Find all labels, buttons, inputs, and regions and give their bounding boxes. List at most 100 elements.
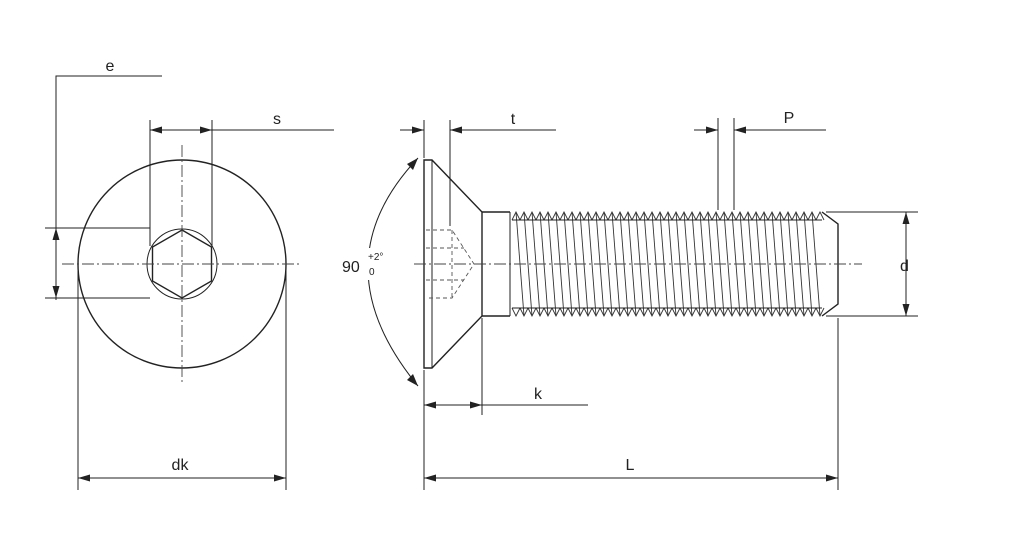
thread-crest-bottom [783, 307, 793, 318]
thread-crest-bottom [527, 307, 537, 318]
dimension-s: s [149, 111, 334, 246]
dimension-angle: 90 +2° 0 [335, 157, 419, 387]
dimension-d: d [826, 211, 918, 317]
side-view [414, 159, 862, 369]
thread-crest-bottom [815, 307, 825, 318]
s-arrow-left [150, 126, 162, 134]
angle-upper-tol: +2° [368, 252, 383, 263]
thread-crest-bottom [687, 307, 697, 318]
thread-crest-bottom [519, 307, 529, 318]
thread-helix-line [587, 211, 597, 317]
thread-crest-bottom [711, 307, 721, 318]
thread-helix-line [667, 211, 677, 317]
thread-crest-bottom [647, 307, 657, 318]
t-label: t [511, 111, 516, 128]
thread-crest-bottom [695, 307, 705, 318]
head-profile [423, 159, 483, 369]
l-label: L [626, 457, 635, 474]
dimension-t: t [400, 111, 556, 226]
end-view [62, 145, 300, 385]
thread-crest-bottom [727, 307, 737, 318]
thread-helix-line [747, 211, 757, 317]
thread-crest-bottom [751, 307, 761, 318]
thread-crest-bottom [535, 307, 545, 318]
thread-crest-bottom [807, 307, 817, 318]
thread-crest-bottom [599, 307, 609, 318]
dimension-dk: dk [77, 268, 287, 490]
d-arrow-bottom [902, 304, 910, 316]
thread-helix-line [803, 211, 813, 317]
dimension-k: k [423, 318, 588, 415]
thread-crest-bottom [591, 307, 601, 318]
p-arrow-left [706, 126, 718, 134]
e-leader-line [55, 75, 162, 300]
thread-crest-bottom [703, 307, 713, 318]
hex-socket [151, 229, 213, 299]
thread-helix-line [603, 211, 613, 317]
thread-crest-bottom [511, 307, 521, 318]
k-label: k [534, 386, 543, 403]
angle-lower-tol: 0 [369, 267, 375, 278]
thread-crest-bottom [719, 307, 729, 318]
thread-crest-bottom [631, 307, 641, 318]
thread-helix-line [683, 211, 693, 317]
dk-arrow-right [274, 474, 286, 482]
k-arrow-left [424, 401, 436, 409]
thread-crest-bottom [767, 307, 777, 318]
thread-crest-bottom [567, 307, 577, 318]
e-arrow-bottom [52, 286, 60, 298]
thread-helix-line [707, 211, 717, 317]
thread-crest-bottom [775, 307, 785, 318]
e-label: e [106, 58, 115, 75]
thread-crest-bottom [615, 307, 625, 318]
thread-crest-bottom [743, 307, 753, 318]
angle-value: 90 [342, 259, 360, 276]
thread-helix-line [563, 211, 573, 317]
thread-helix-line [787, 211, 797, 317]
d-label: d [900, 258, 909, 275]
dk-arrow-left [78, 474, 90, 482]
thread-crest-bottom [663, 307, 673, 318]
thread-crest-bottom [799, 307, 809, 318]
thread-crest-bottom [639, 307, 649, 318]
dimension-e: e [45, 58, 162, 300]
d-arrow-top [902, 212, 910, 224]
thread-crest-bottom [543, 307, 553, 318]
thread-crest-bottom [607, 307, 617, 318]
angle-arrow-top [407, 158, 418, 170]
dimension-l: L [423, 318, 839, 490]
p-arrow-right [734, 126, 746, 134]
thread-helix-line [627, 211, 637, 317]
thread-crest-bottom [759, 307, 769, 318]
thread-helix-line [723, 211, 733, 317]
thread-crest-bottom [655, 307, 665, 318]
thread-crest-bottom [583, 307, 593, 318]
t-arrow-left [412, 126, 424, 134]
thread-crest-top [815, 210, 825, 221]
s-label: s [273, 111, 281, 128]
l-arrow-right [826, 474, 838, 482]
thread-helix-line [763, 211, 773, 317]
thread-helix-line [547, 211, 557, 317]
thread-helix-line [643, 211, 653, 317]
angle-label-bg [335, 248, 395, 280]
dk-label: dk [172, 457, 190, 474]
thread-crest-bottom [679, 307, 689, 318]
dimension-p: P [694, 110, 826, 210]
angle-arrow-bottom [407, 374, 418, 386]
thread-crest-bottom [623, 307, 633, 318]
t-arrow-right [450, 126, 462, 134]
thread-crest-bottom [791, 307, 801, 318]
thread-crest-bottom [735, 307, 745, 318]
p-label: P [784, 110, 795, 127]
thread-crest-bottom [575, 307, 585, 318]
e-arrow-top [52, 228, 60, 240]
thread-crest-bottom [559, 307, 569, 318]
thread-crest-bottom [551, 307, 561, 318]
l-arrow-left [424, 474, 436, 482]
s-arrow-right [200, 126, 212, 134]
thread-helix-line [523, 211, 533, 317]
k-arrow-right [470, 401, 482, 409]
thread-crest-bottom [671, 307, 681, 318]
